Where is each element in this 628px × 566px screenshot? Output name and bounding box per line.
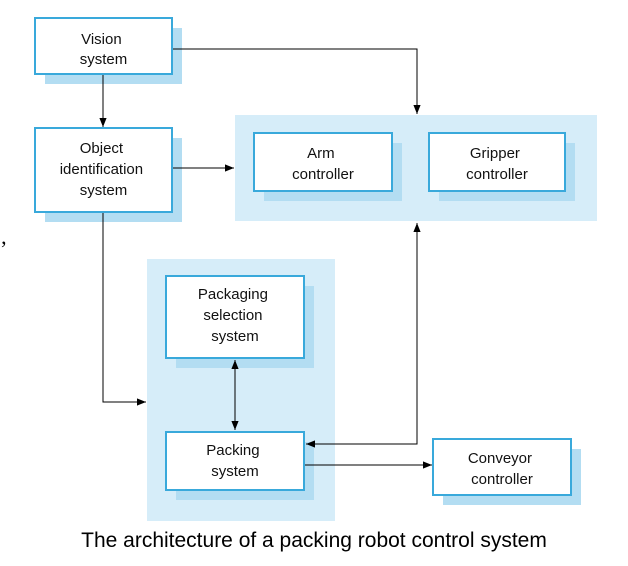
svg-text:Packing system: Packing system: [206, 442, 264, 480]
diagram-caption: The architecture of a packing robot cont…: [81, 529, 547, 552]
arm-controller-label-line: controller: [292, 166, 354, 183]
edge-object-identification-to-packaging-group: [102, 213, 146, 406]
edge-vision-to-arm-gripper-group: [173, 48, 421, 114]
vision-system-node: Vision system: [34, 17, 182, 84]
svg-text:Vision system: Vision system: [80, 31, 128, 68]
packaging-selection-label-line: system: [211, 328, 259, 345]
object-identification-label-line: identification: [60, 161, 143, 178]
arm-controller-node: Arm controller: [253, 132, 402, 201]
svg-text:Object identification: Object identification system: [60, 140, 148, 199]
vision-system-label-line: system: [80, 51, 128, 68]
conveyor-controller-label-line: Conveyor: [468, 450, 532, 467]
packing-system-label-line: Packing: [206, 442, 259, 459]
edge-packing-arm-gripper-group: [306, 223, 421, 448]
object-identification-label-line: system: [80, 182, 128, 199]
conveyor-controller-label-line: controller: [471, 471, 533, 488]
svg-text:Conveyor controller: Conveyor controller: [468, 450, 536, 488]
packaging-selection-node: Packaging selection system: [165, 275, 314, 368]
arm-controller-label-line: Arm: [307, 145, 335, 162]
svg-text:Gripper controller: Gripper controller: [466, 145, 528, 183]
svg-text:Arm controller: Arm controller: [292, 145, 354, 183]
packing-system-label-line: system: [211, 463, 259, 480]
gripper-controller-label-line: Gripper: [470, 145, 520, 162]
packing-system-node: Packing system: [165, 431, 314, 500]
vision-system-label-line: Vision: [81, 31, 122, 48]
packaging-selection-label-line: selection: [203, 307, 262, 324]
object-identification-node: Object identification system: [34, 127, 182, 222]
conveyor-controller-node: Conveyor controller: [432, 438, 581, 505]
object-identification-label-line: Object: [80, 140, 124, 157]
gripper-controller-node: Gripper controller: [428, 132, 575, 201]
gripper-controller-label-line: controller: [466, 166, 528, 183]
stray-apostrophe-mark: ’: [0, 236, 8, 261]
packaging-selection-label-line: Packaging: [198, 286, 268, 303]
svg-text:Packaging selection: Packaging selection system: [198, 286, 272, 345]
